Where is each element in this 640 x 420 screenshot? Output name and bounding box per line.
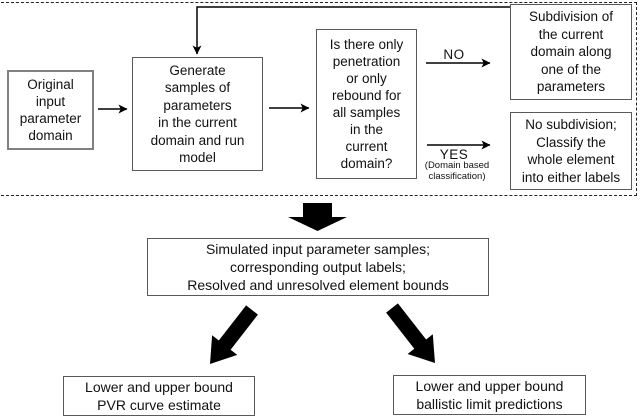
feedback-loop-arrow	[192, 6, 510, 55]
original-input-domain-box: Original input parameter domain	[7, 70, 94, 150]
pvr-curve-estimate-box: Lower and upper bound PVR curve estimate	[63, 376, 255, 416]
edge-label-yes: YES	[439, 147, 469, 162]
edge-label-no: NO	[443, 47, 465, 62]
iteration-loop-boundary	[0, 2, 637, 196]
thick-down-arrow	[288, 203, 347, 231]
subdivision-box: Subdivision of the current domain along …	[510, 4, 632, 100]
edge-label-yes-note: (Domain based classification)	[424, 160, 490, 182]
no-subdivision-box: No subdivision; Classify the whole eleme…	[510, 112, 632, 190]
ballistic-limit-predictions-box: Lower and upper bound ballistic limit pr…	[393, 375, 586, 415]
thick-diagonal-arrow-right	[386, 303, 435, 363]
generate-samples-box: Generate samples of parameters in the cu…	[132, 57, 263, 171]
simulated-samples-output-box: Simulated input parameter samples; corre…	[147, 238, 489, 296]
penetration-rebound-decision-box: Is there only penetration or only reboun…	[316, 29, 417, 179]
thick-diagonal-arrow-left	[210, 305, 258, 364]
